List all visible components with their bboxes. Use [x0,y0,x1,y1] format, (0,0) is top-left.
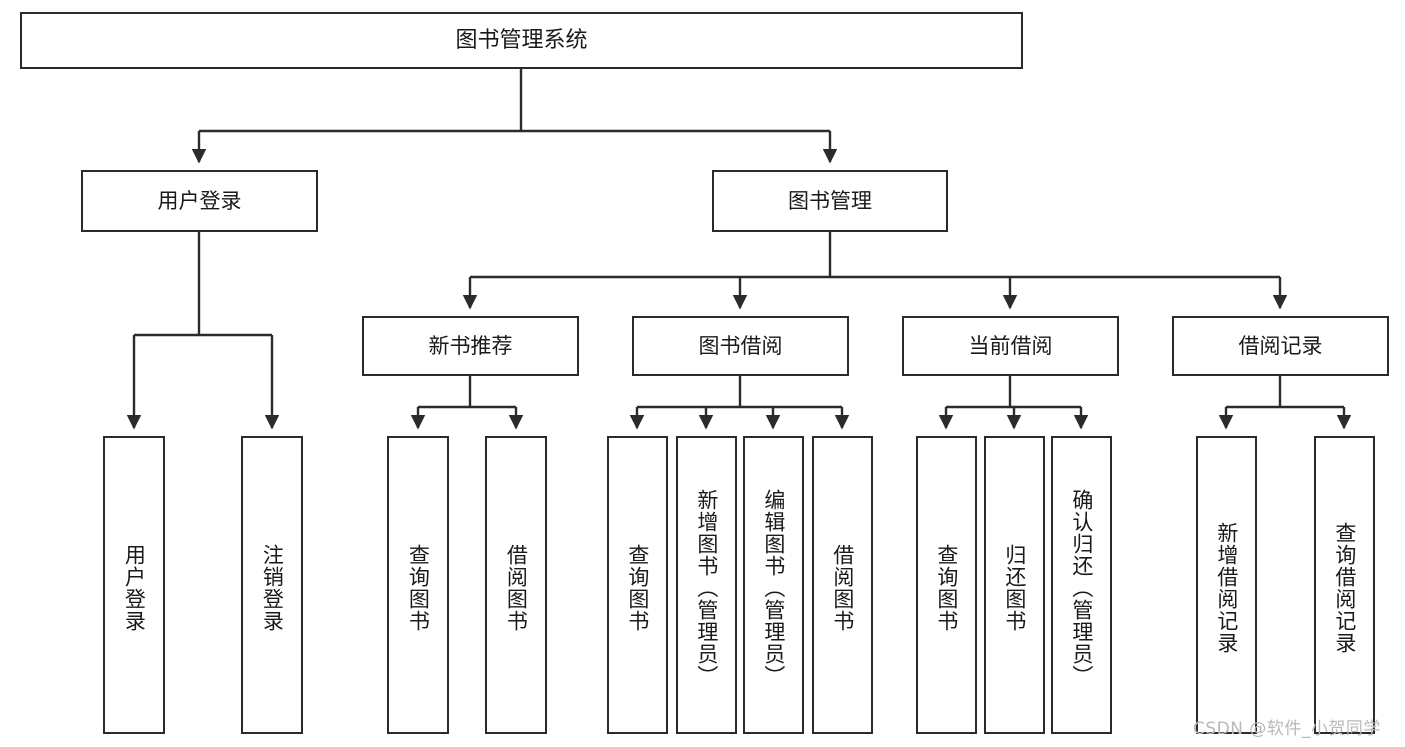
node-leaf-add-record-label: 新增借阅记录 [1214,522,1239,654]
node-leaf-return-book[interactable]: 归还图书 [984,436,1045,734]
node-leaf-query-record-label: 查询借阅记录 [1332,522,1357,654]
csdn-watermark: CSDN @软件_小贺同学 [1193,719,1381,739]
node-leaf-confirm-return[interactable]: 确认归还（管理员） [1051,436,1112,734]
node-current-borrow[interactable]: 当前借阅 [902,316,1119,376]
node-new-book-rec[interactable]: 新书推荐 [362,316,579,376]
node-book-admin[interactable]: 图书管理 [712,170,948,232]
node-leaf-borrow-book-label: 借阅图书 [830,544,855,632]
node-leaf-confirm-return-label: 确认归还（管理员） [1069,489,1094,687]
node-leaf-user-login-label: 用户登录 [122,544,147,632]
node-borrow-record[interactable]: 借阅记录 [1172,316,1389,376]
node-leaf-query-book-cur-label: 查询图书 [934,544,959,632]
node-borrow-record-label: 借阅记录 [1238,333,1323,358]
node-new-book-rec-label: 新书推荐 [428,333,513,358]
node-leaf-query-book[interactable]: 查询图书 [607,436,668,734]
node-leaf-borrow-book-rec[interactable]: 借阅图书 [485,436,547,734]
node-root[interactable]: 图书管理系统 [20,12,1023,69]
node-leaf-query-book-label: 查询图书 [625,544,650,632]
node-current-borrow-label: 当前借阅 [968,333,1053,358]
node-leaf-user-logout-label: 注销登录 [260,544,285,632]
node-root-label: 图书管理系统 [455,27,588,53]
node-leaf-add-book-label: 新增图书（管理员） [694,489,719,687]
node-leaf-edit-book[interactable]: 编辑图书（管理员） [743,436,804,734]
node-leaf-query-book-rec[interactable]: 查询图书 [387,436,449,734]
node-leaf-user-login[interactable]: 用户登录 [103,436,165,734]
node-book-borrow[interactable]: 图书借阅 [632,316,849,376]
node-user-login-label: 用户登录 [157,188,242,213]
node-leaf-edit-book-label: 编辑图书（管理员） [761,489,786,687]
node-leaf-add-record[interactable]: 新增借阅记录 [1196,436,1257,734]
node-leaf-return-book-label: 归还图书 [1002,544,1027,632]
node-leaf-user-logout[interactable]: 注销登录 [241,436,303,734]
node-leaf-query-record[interactable]: 查询借阅记录 [1314,436,1375,734]
node-leaf-borrow-book[interactable]: 借阅图书 [812,436,873,734]
node-leaf-borrow-book-rec-label: 借阅图书 [504,544,529,632]
node-leaf-query-book-cur[interactable]: 查询图书 [916,436,977,734]
node-book-borrow-label: 图书借阅 [698,333,783,358]
node-leaf-add-book[interactable]: 新增图书（管理员） [676,436,737,734]
node-user-login[interactable]: 用户登录 [81,170,318,232]
node-book-admin-label: 图书管理 [788,188,872,213]
node-leaf-query-book-rec-label: 查询图书 [406,544,431,632]
